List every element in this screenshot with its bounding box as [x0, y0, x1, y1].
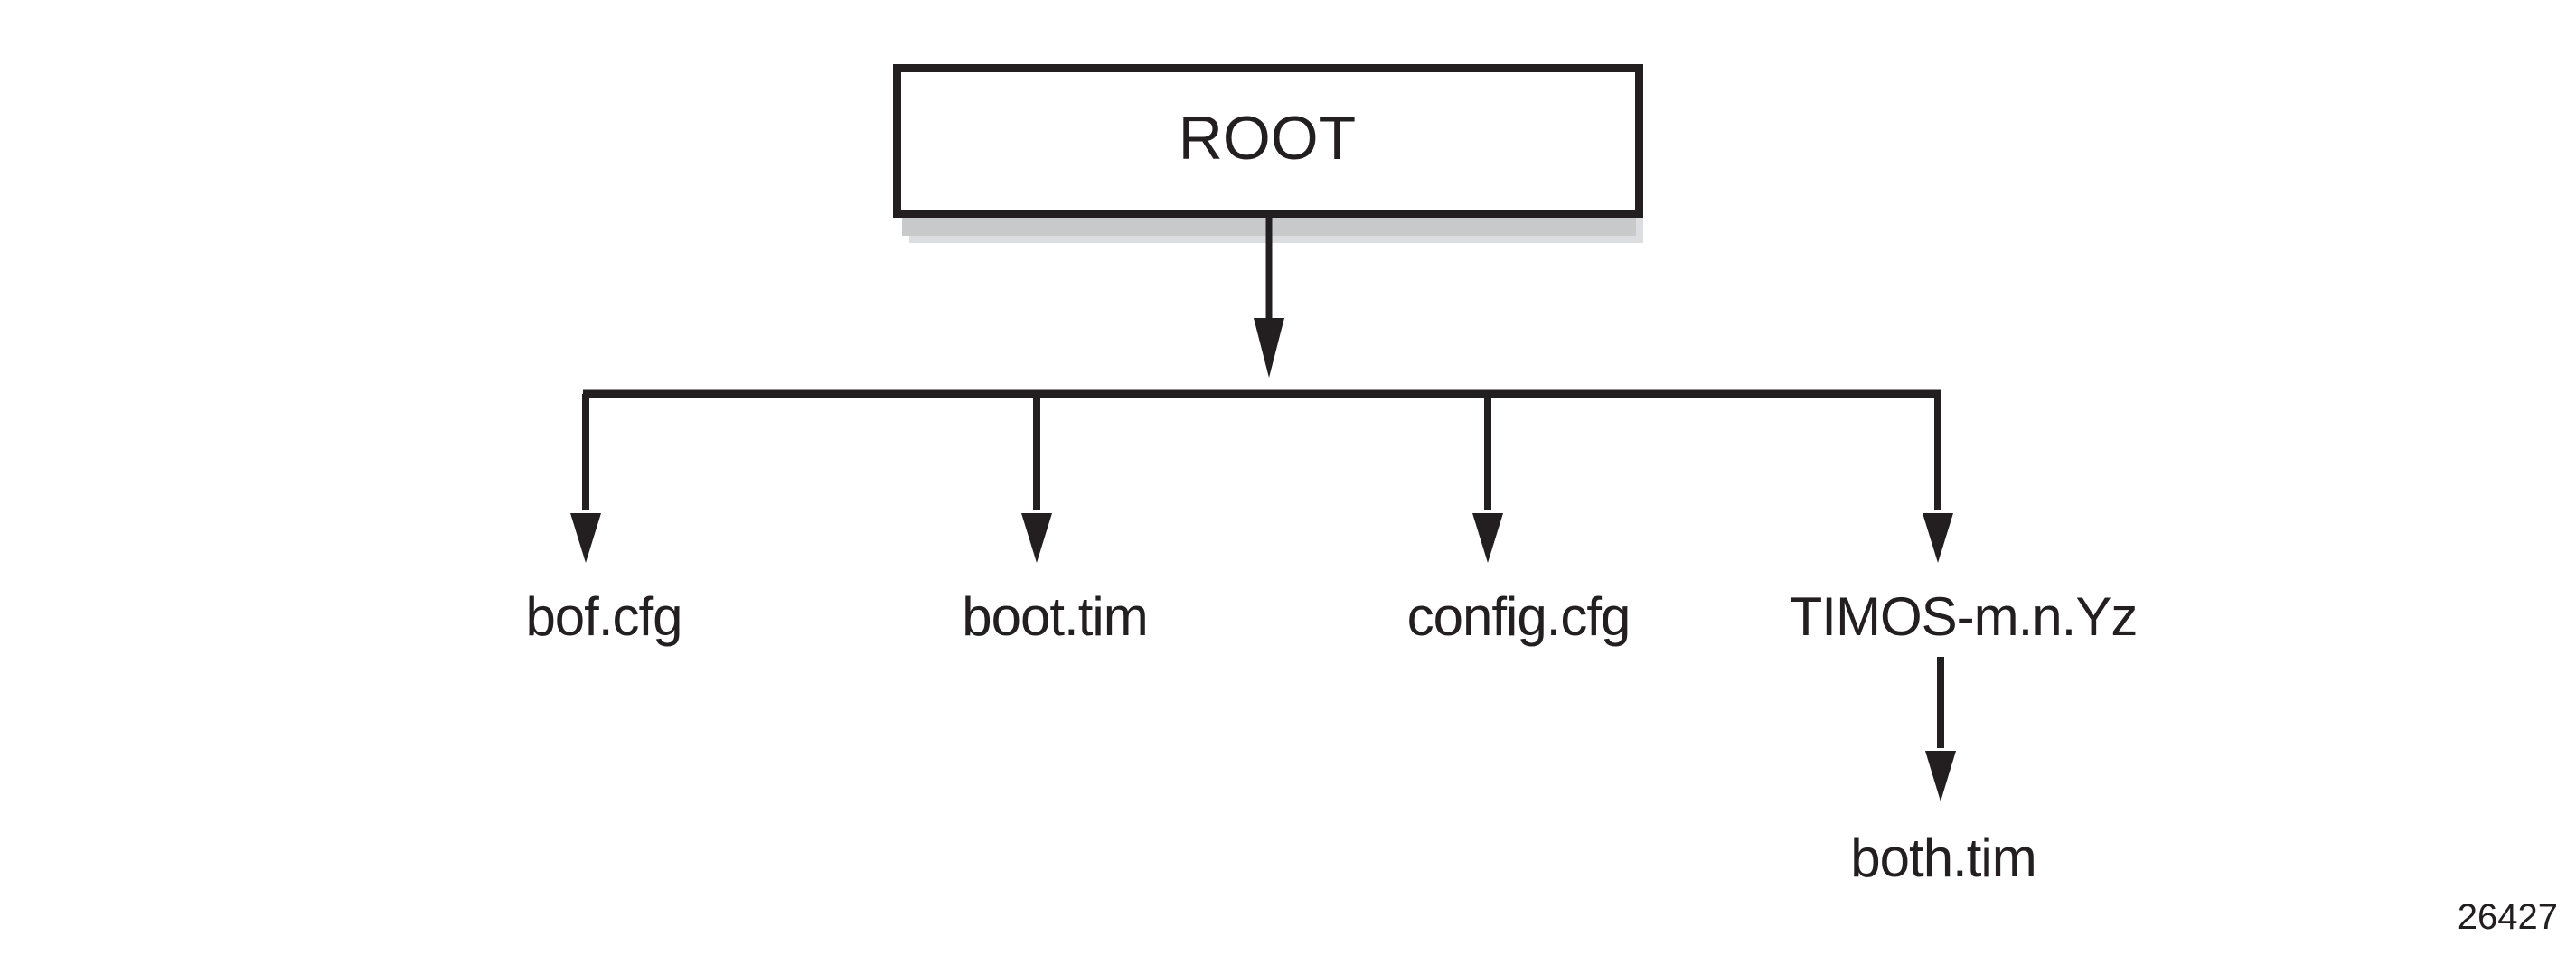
figure-id-label: 26427 [2458, 897, 2558, 937]
edge-bus-to-config-arrowhead [1472, 513, 1503, 563]
edge-timos-to-both-arrowhead [1925, 751, 1956, 801]
edge-bus-to-timos-arrowhead [1923, 513, 1953, 563]
edge-bus-to-boot-arrowhead [1021, 513, 1052, 563]
root-box-label: ROOT [1179, 104, 1356, 173]
node-label-both-tim: both.tim [1850, 828, 2035, 888]
edge-bus-to-bof-arrowhead [570, 513, 601, 563]
edge-root-to-bus-arrowhead [1254, 318, 1284, 378]
node-label-bof-cfg: bof.cfg [525, 586, 682, 647]
node-label-timos: TIMOS-m.n.Yz [1790, 586, 2138, 647]
node-label-boot-tim: boot.tim [962, 586, 1147, 647]
node-label-config-cfg: config.cfg [1407, 586, 1631, 647]
root-box[interactable] [893, 64, 1643, 218]
